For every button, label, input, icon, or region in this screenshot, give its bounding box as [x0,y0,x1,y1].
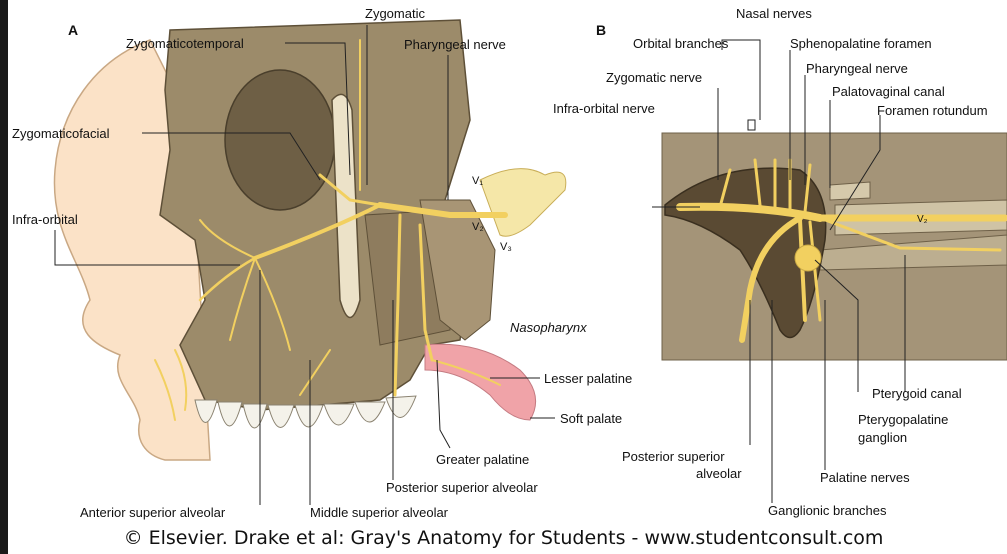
label-posterior-superior-alveolar-b-1: Posterior superior [622,449,725,464]
label-palatovaginal-canal: Palatovaginal canal [832,84,945,99]
label-middle-superior-alveolar: Middle superior alveolar [310,505,448,520]
label-zygomatic: Zygomatic [365,6,425,21]
label-pterygoid-canal: Pterygoid canal [872,386,962,401]
label-zygomatic-nerve: Zygomatic nerve [606,70,702,85]
label-pterygopalatine-ganglion-2: ganglion [858,430,907,445]
label-v3: V₃ [500,240,512,255]
label-anterior-superior-alveolar: Anterior superior alveolar [80,505,225,520]
label-v2-b: V₂ [917,212,928,227]
label-infra-orbital: Infra-orbital [12,212,78,227]
trigeminal [480,169,566,237]
label-pharyngeal-nerve-a: Pharyngeal nerve [404,37,506,52]
label-v2-a: V₂ [472,220,484,235]
panel-a-illustration [54,20,565,505]
label-zygomaticotemporal: Zygomaticotemporal [126,36,244,51]
label-ganglionic-branches: Ganglionic branches [768,503,887,518]
soft-palate [425,344,536,420]
label-pharyngeal-nerve-b: Pharyngeal nerve [806,61,908,76]
label-orbital-branches: Orbital branches [633,36,728,51]
label-lesser-palatine: Lesser palatine [544,371,632,386]
ganglion-shape [795,245,821,271]
label-posterior-superior-alveolar-b-2: alveolar [696,466,742,481]
panel-b-letter: B [596,22,606,38]
label-palatine-nerves: Palatine nerves [820,470,910,485]
panel-a-letter: A [68,22,78,38]
orbit [225,70,335,210]
copyright-credit: © Elsevier. Drake et al: Gray's Anatomy … [0,527,1007,549]
label-pterygopalatine-ganglion-1: Pterygopalatine [858,412,948,427]
label-soft-palate: Soft palate [560,411,622,426]
label-nasopharynx: Nasopharynx [510,320,587,335]
label-posterior-superior-alveolar-a: Posterior superior alveolar [386,480,538,495]
label-greater-palatine: Greater palatine [436,452,529,467]
label-nasal-nerves: Nasal nerves [736,6,812,21]
label-zygomaticofacial: Zygomaticofacial [12,126,110,141]
label-v1: V₁ [472,174,483,189]
label-infra-orbital-nerve: Infra-orbital nerve [553,101,655,116]
label-foramen-rotundum: Foramen rotundum [877,103,988,118]
label-sphenopalatine-foramen: Sphenopalatine foramen [790,36,932,51]
